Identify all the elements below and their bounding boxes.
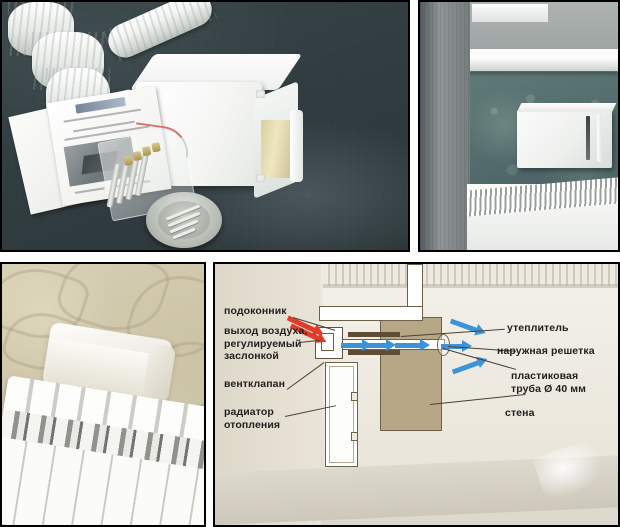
installed-valve-photo	[418, 0, 620, 252]
schematic-radiator-fitting	[351, 392, 358, 401]
grille-inner	[158, 201, 210, 240]
schematic-insulation-top	[348, 332, 400, 337]
label-plastic-pipe: пластиковая труба Ø 40 мм	[511, 370, 587, 395]
valve-latch-tab	[256, 90, 265, 98]
label-radiator: радиатор отопления	[224, 406, 281, 431]
label-wall: стена	[505, 407, 535, 419]
installation-diagram: подоконник выход воздуха, регулируемый з…	[213, 262, 620, 527]
label-windowsill: подоконник	[224, 305, 287, 317]
label-outer-grille: наружная решетка	[497, 345, 595, 357]
windowsill	[467, 49, 618, 71]
label-insulation: утеплитель	[507, 322, 569, 334]
valve-outlet-lip	[290, 110, 303, 182]
side-wall-column	[420, 2, 470, 250]
schematic-radiator-panel	[329, 366, 354, 463]
schematic-radiator-fitting	[351, 432, 358, 441]
label-air-outlet: выход воздуха, регулируемый заслонкой	[224, 325, 308, 362]
background-radiator-edge	[323, 284, 618, 288]
panel-radiator	[467, 177, 618, 250]
label-vent-valve: вентклапан	[224, 378, 286, 390]
outer-grille-part	[146, 192, 222, 248]
valve-top-face	[517, 103, 617, 112]
schematic-insulation-bottom	[348, 350, 400, 355]
product-kit-photo	[0, 0, 410, 252]
airflow-arrow-intake	[395, 343, 421, 348]
wall-mounted-valve	[517, 103, 617, 168]
schematic-windowsill	[319, 306, 423, 321]
radiator-top-grille	[467, 177, 618, 217]
valve-latch-tab	[256, 174, 265, 182]
valve-air-cavity	[261, 120, 291, 178]
background-radiator-fins	[323, 264, 618, 286]
valve-adjust-slot	[586, 116, 590, 160]
valve-outlet-fin	[597, 114, 602, 162]
window-frame	[472, 4, 548, 22]
airflow-arrow-intake	[341, 343, 363, 348]
wall-valve-radiator-photo	[0, 262, 206, 527]
